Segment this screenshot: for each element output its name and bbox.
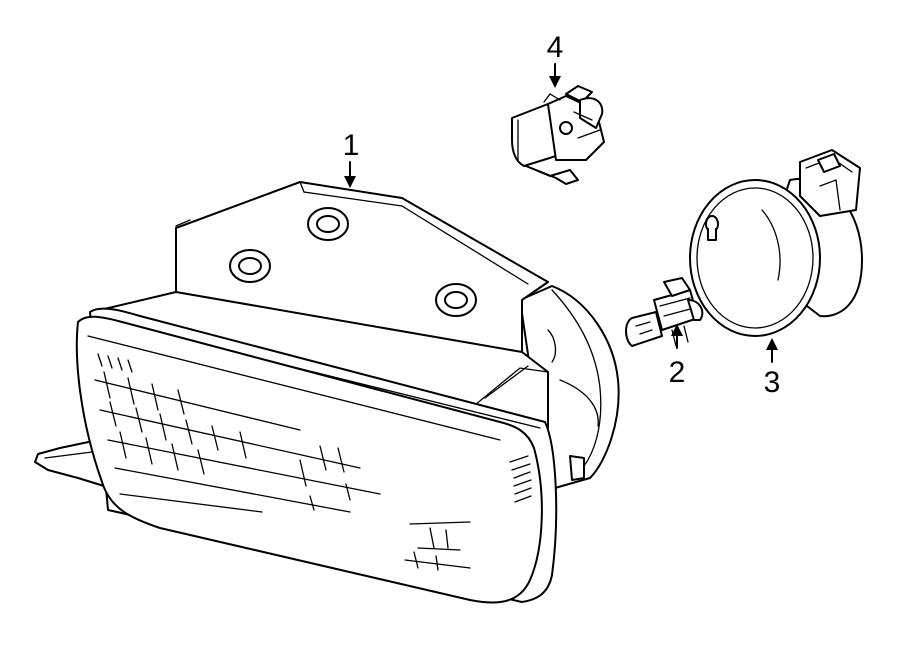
keyhole-slot [705,215,719,241]
socket [511,85,605,185]
grommet [307,207,349,241]
bulb [625,277,704,347]
fog-lamp [689,149,863,337]
mounting-tab [34,439,105,487]
callout-1: 1 [343,129,360,188]
callout-label-3: 3 [764,366,781,399]
grommet [435,283,477,317]
callout-2: 2 [669,324,686,389]
callout-label-4: 4 [547,31,564,64]
callout-3: 3 [764,338,781,399]
grommet [229,249,271,283]
callout-label-2: 2 [669,356,686,389]
lens-optics [87,335,532,571]
callout-4: 4 [547,31,564,88]
callout-label-1: 1 [343,129,360,162]
lens [75,315,543,604]
headlamp-assembly [34,181,620,604]
